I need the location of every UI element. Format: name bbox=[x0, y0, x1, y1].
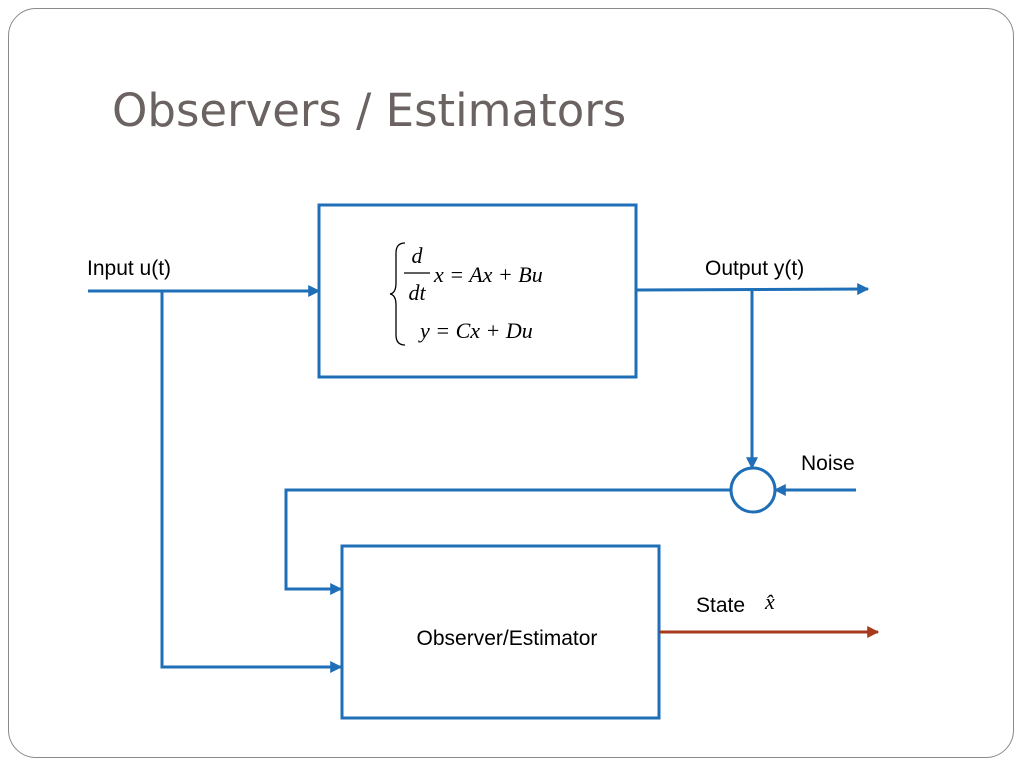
observer-block bbox=[340, 544, 661, 720]
equation-brace bbox=[389, 242, 406, 346]
output-arrow bbox=[635, 283, 870, 296]
input-label: Input u(t) bbox=[87, 257, 171, 280]
state-equation: x = Ax + Bu bbox=[433, 262, 543, 287]
derivative-denominator: dt bbox=[408, 280, 426, 305]
derivative-numerator: d bbox=[412, 243, 424, 268]
measurement-arrow bbox=[284, 488, 731, 595]
output-equation: y = Cx + Du bbox=[418, 318, 533, 343]
summing-junction bbox=[729, 466, 777, 514]
slide-title: Observers / Estimators bbox=[112, 84, 627, 137]
slide-frame bbox=[8, 8, 1014, 758]
state-label: State bbox=[696, 594, 745, 617]
plant-equations: d dt x = Ax + Bu y = Cx + Du bbox=[389, 242, 543, 346]
state-estimate-symbol: x̂ bbox=[764, 589, 775, 614]
plant-block bbox=[317, 203, 638, 379]
input-branch-arrow bbox=[160, 291, 343, 673]
noise-label: Noise bbox=[801, 452, 855, 475]
observer-block-label: Observer/Estimator bbox=[417, 627, 598, 650]
output-label: Output y(t) bbox=[705, 257, 804, 280]
